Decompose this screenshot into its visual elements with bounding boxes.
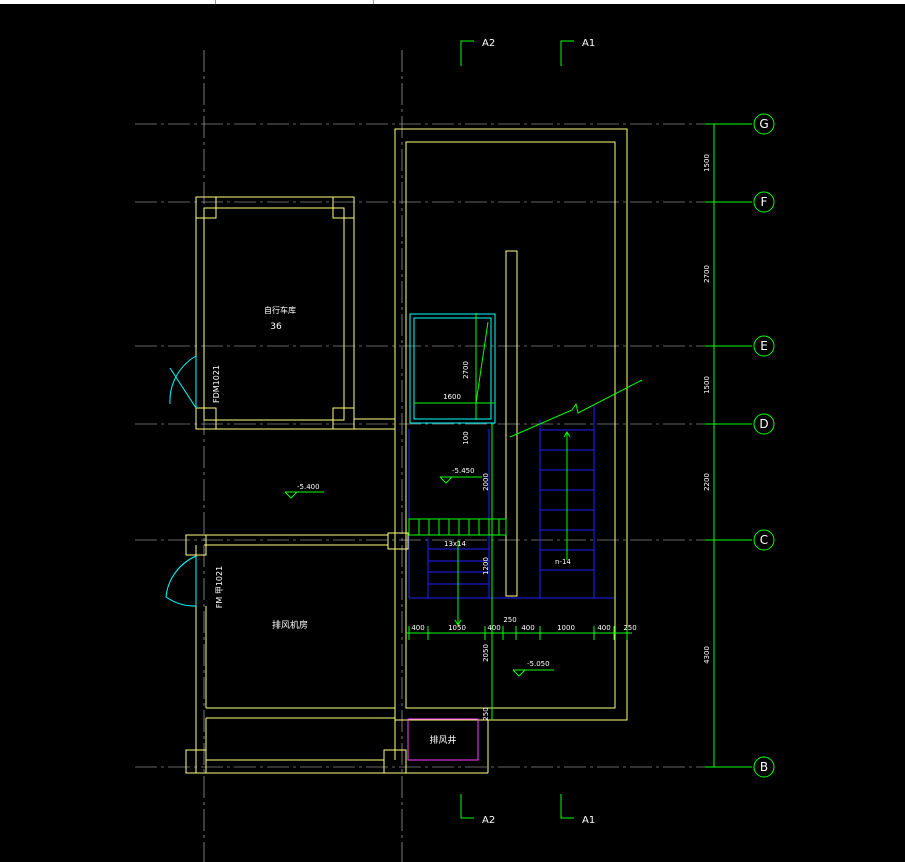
bike-room-label: 自行车库 [264,305,296,315]
svg-text:F: F [761,195,768,209]
walls [186,128,628,774]
elevator-door-line [414,313,495,420]
svg-text:-5.050: -5.050 [527,660,550,668]
grid-lines [135,50,752,862]
top-toolbar-edge [0,0,905,4]
vdim-4: 250 [482,707,490,720]
hdim-5: 400 [521,624,534,632]
svg-text:B: B [760,760,768,774]
elevator-dim-wall: 100 [462,431,470,444]
section-label-a2-top: A2 [482,38,495,49]
section-label-a1-bottom: A1 [582,815,595,826]
hdim-1: 400 [411,624,424,632]
svg-text:-5.450: -5.450 [452,467,475,475]
section-label-a2-bottom: A2 [482,815,495,826]
axis-bubble-b[interactable]: B [753,756,775,778]
door-tag-fdm1021: FDM1021 [212,365,221,403]
vdim-1: 2000 [482,473,490,491]
hdim-7: 400 [597,624,610,632]
door-fm1021[interactable] [165,555,197,607]
vent-shaft[interactable]: 排风井 [407,718,479,761]
stair-right[interactable] [539,405,614,599]
vdim-3: 2050 [482,644,490,662]
hdim-3: 400 [487,624,500,632]
svg-text:G: G [759,117,768,131]
level-marker-elevator-lobby[interactable]: -5.450 [439,467,482,484]
axis-bubble-c[interactable]: C [753,529,775,551]
hdim-2: 1050 [448,624,466,632]
section-marker-a1-bottom[interactable] [560,794,574,819]
dim-e-d: 1500 [703,376,711,394]
section-marker-a2-bottom[interactable] [460,794,474,819]
vent-shaft-label: 排风井 [429,734,456,746]
bike-room-number: 36 [270,322,282,332]
dim-d-c: 2200 [703,473,711,491]
axis-bubble-f[interactable]: F [753,191,775,213]
elevator-dim-width: 1600 [443,393,461,401]
elevator-dim-depth: 2700 [462,361,470,379]
axis-bubble-d[interactable]: D [753,413,775,435]
columns [185,196,409,774]
horizontal-dimension-chain [406,626,632,640]
stair-left-count: 13x14 [444,540,467,548]
stair-right-count: n-14 [555,558,571,566]
dim-g-f: 1500 [703,154,711,172]
door-tag-fm1021: FM 甲1021 [215,566,224,608]
door-fdm1021[interactable] [169,355,197,409]
exhaust-room-label: 排风机房 [272,619,308,631]
section-marker-a2-top[interactable] [460,40,474,66]
section-marker-a1-top[interactable] [560,40,574,66]
axis-bubble-g[interactable]: G [753,113,775,135]
elevator-shaft[interactable] [409,313,496,424]
level-marker-corridor[interactable]: -5.400 [284,483,324,499]
vdim-2: 1200 [482,557,490,575]
stair-landing-tread [408,518,507,536]
svg-text:E: E [760,339,768,353]
hdim-4: 250 [503,616,516,624]
svg-text:C: C [760,533,768,547]
hdim-6: 1000 [557,624,575,632]
level-marker-stair-bottom[interactable]: -5.050 [512,660,554,677]
hdim-8: 250 [623,624,636,632]
svg-text:D: D [759,417,768,431]
axis-bubble-e[interactable]: E [753,335,775,357]
stair-direction-arrows [454,431,571,626]
right-dimension-chain [705,123,752,768]
stair-left[interactable] [408,429,540,599]
section-label-a1-top: A1 [582,38,595,49]
svg-text:-5.400: -5.400 [297,483,320,491]
stair-break-line [509,379,643,438]
dim-f-e: 2700 [703,265,711,283]
dim-c-b: 4300 [703,646,711,664]
